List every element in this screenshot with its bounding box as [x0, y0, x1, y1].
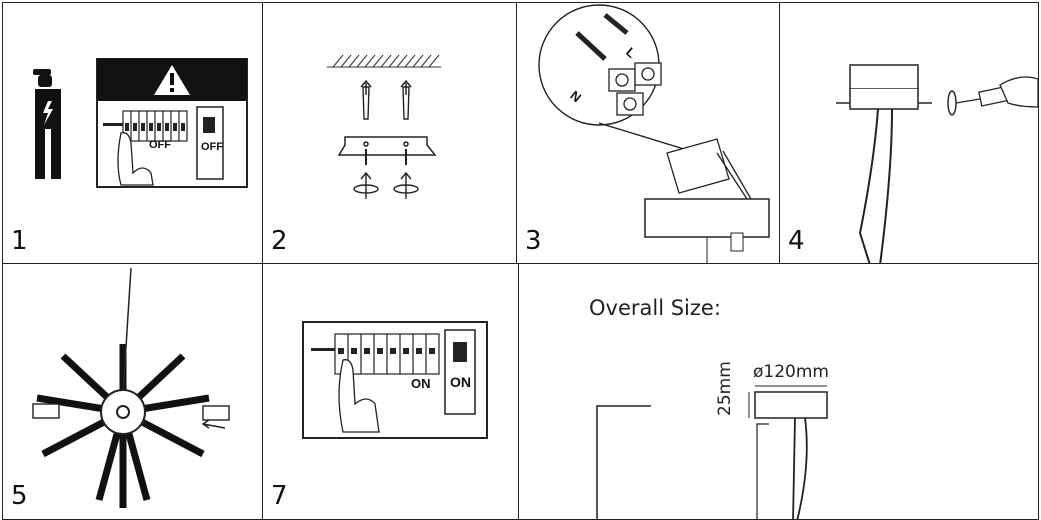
- canopy-icon: [849, 64, 919, 110]
- terminal-icon: [608, 62, 662, 116]
- cable-icon: [792, 417, 808, 519]
- canopy-icon: [644, 198, 770, 238]
- mounting-bracket-icon: [337, 136, 437, 156]
- overall-size-panel: Overall Size: ø120mm 25mm: [518, 263, 1039, 520]
- step-3-panel: L N 3: [516, 2, 781, 265]
- step-2-panel: 2: [262, 2, 518, 265]
- step-number: 7: [271, 481, 288, 511]
- switch-on-label: ON: [411, 376, 431, 391]
- warning-icon: [154, 65, 190, 95]
- connector-icon: [666, 138, 752, 200]
- up-arrow-icon: [360, 79, 412, 95]
- overall-size-heading: Overall Size:: [589, 296, 721, 320]
- step-number: 1: [11, 226, 28, 256]
- screw-icon: [365, 149, 407, 165]
- step-4-illustration: [836, 64, 1038, 264]
- anchor-icon: [362, 86, 410, 120]
- step-7-illustration: [302, 321, 488, 439]
- electrician-icon: [33, 69, 61, 179]
- step-5-illustration: [32, 267, 230, 508]
- bulb-icon: [32, 403, 230, 421]
- canopy-icon: [754, 391, 828, 419]
- step-4-panel: 4: [779, 2, 1039, 265]
- step-2-illustration: [327, 54, 441, 199]
- breaker-on-label: ON: [450, 374, 471, 390]
- hand-icon: [117, 132, 154, 186]
- rotate-arrow-icon: [353, 171, 419, 199]
- diameter-label: ø120mm: [753, 362, 829, 382]
- breaker-off-label: OFF: [201, 141, 223, 153]
- step-5-panel: 5: [2, 263, 264, 520]
- height-label: 25mm: [715, 361, 735, 416]
- step-1-panel: OFF OFF 1: [2, 2, 264, 265]
- ceiling-hatch-icon: [327, 54, 441, 68]
- step-7-panel: ON ON 7: [262, 263, 520, 520]
- insert-arrow-icon: [201, 419, 226, 429]
- switch-off-label: OFF: [149, 139, 171, 151]
- hand-icon: [338, 359, 380, 433]
- step-number: 2: [271, 226, 288, 256]
- breaker-row: [122, 110, 188, 142]
- step-1-illustration: [33, 58, 248, 188]
- cable-icon: [858, 108, 893, 264]
- screwdriver-icon: [955, 76, 1038, 108]
- rotate-arrow-icon: [947, 90, 957, 116]
- step-3-illustration: [538, 4, 770, 263]
- step-number: 5: [11, 481, 28, 511]
- dimension-diagram: [596, 385, 828, 519]
- step-number: 4: [788, 226, 805, 256]
- wire-icon: [575, 13, 629, 61]
- step-number: 3: [525, 226, 542, 256]
